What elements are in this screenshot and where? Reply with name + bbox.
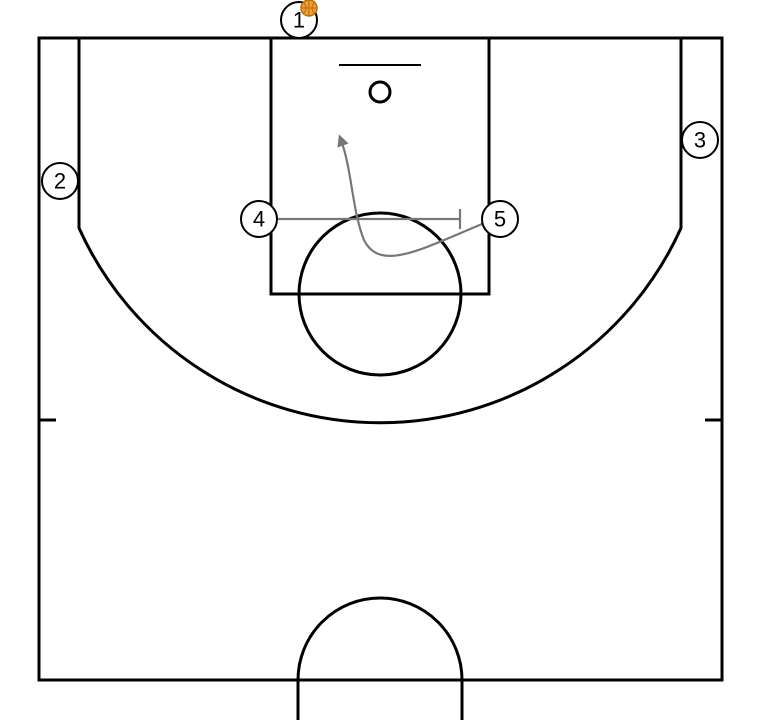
- three-point-line: [77, 38, 683, 425]
- basketball-icon: [300, 0, 318, 17]
- player-1-label: 1: [293, 8, 305, 33]
- play-actions: [278, 134, 483, 257]
- player-4-marker: [240, 200, 278, 238]
- player-5-label: 5: [494, 207, 506, 232]
- basket-rim: [368, 80, 392, 104]
- center-circle: [296, 596, 464, 720]
- paint-lane: [269, 36, 491, 296]
- player-5-marker: [481, 200, 519, 238]
- players: 1 2 3 4 5: [41, 0, 719, 238]
- player-1[interactable]: 1: [280, 0, 318, 39]
- player-3-label: 3: [694, 128, 706, 153]
- player-3-marker: [681, 121, 719, 159]
- cut-path: [337, 134, 483, 257]
- court-boundary: [37, 36, 724, 682]
- player-2-marker: [41, 162, 79, 200]
- player-5[interactable]: 5: [481, 200, 519, 238]
- player-4-label: 4: [253, 207, 265, 232]
- player-4[interactable]: 4: [240, 200, 278, 238]
- free-throw-circle: [297, 211, 463, 377]
- player-2[interactable]: 2: [41, 162, 79, 200]
- half-court: [37, 36, 724, 720]
- player-3[interactable]: 3: [681, 121, 719, 159]
- player-2-label: 2: [54, 169, 66, 194]
